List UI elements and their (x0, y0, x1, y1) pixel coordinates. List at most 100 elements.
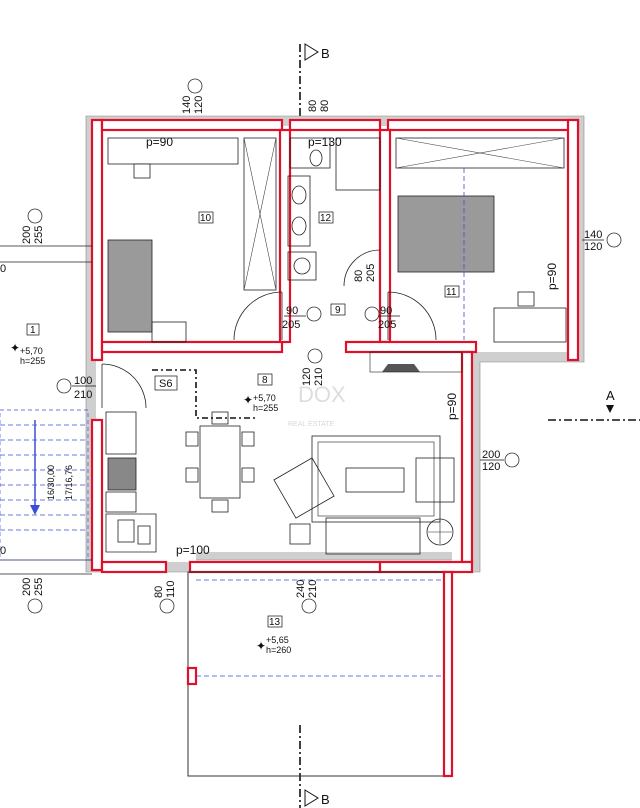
stairs-ratio: 17/16,76 (64, 465, 74, 500)
dim-marker-door (56, 378, 72, 394)
kitchen-units (105, 411, 157, 553)
room-9-tag (330, 303, 346, 316)
wall-top-right (386, 118, 580, 132)
section-arrow-a (606, 405, 614, 413)
wall-bottom-left (100, 560, 168, 574)
room-13-level: +5,65 (266, 635, 289, 645)
dim-bottom-210: 210 (307, 580, 319, 598)
room-10-number: 10 (200, 213, 212, 224)
dim-door2-90: 90 (380, 305, 392, 317)
terrace-post (186, 666, 198, 686)
edge-label-left-bottom: 0 (0, 545, 6, 557)
level-marker-13-icon: ✦ (256, 639, 266, 653)
dim-bottom-200: 200 (21, 578, 33, 596)
dim-mid-205: 205 (365, 264, 377, 282)
wall-bottom-mid (188, 560, 382, 574)
bathroom-12-fixtures (287, 137, 381, 281)
dim-bottom-110: 110 (165, 580, 177, 598)
wall-middle-left (100, 340, 284, 354)
wall-bottom-right (378, 560, 474, 574)
dim-bottom-255: 255 (33, 578, 45, 596)
living-room-furniture (185, 351, 463, 555)
section-label-b-bottom: B (321, 792, 330, 807)
wall-right-lower (460, 350, 474, 564)
room-9-number: 9 (335, 305, 341, 316)
door-arc-11 (387, 291, 437, 341)
dim-marker-right (606, 232, 622, 248)
room-11-tag (444, 285, 460, 298)
dim-right-120: 120 (584, 241, 602, 253)
dim-top-120: 120 (193, 96, 205, 114)
edge-label-left-top: 0 (0, 263, 6, 275)
s6-label: S6 (159, 378, 172, 390)
dim-door2-205: 205 (378, 319, 396, 331)
room-1-height: h=255 (20, 356, 45, 366)
wall-left-lower (90, 418, 104, 572)
room-12-number: 12 (320, 213, 332, 224)
room-1-number: 1 (30, 325, 36, 336)
dim-door1-90: 90 (286, 305, 298, 317)
room-12-tag (318, 211, 334, 224)
s6-boundary (152, 369, 256, 419)
dim-right-140: 140 (584, 229, 602, 241)
room-10-tag (198, 211, 214, 224)
room-13-tag (267, 615, 283, 628)
room-13-height: h=260 (266, 645, 291, 655)
room-8-height: h=255 (253, 403, 278, 413)
room-13-number: 13 (269, 617, 281, 628)
dim-right2-200: 200 (482, 449, 500, 461)
level-marker-8-icon: ✦ (243, 393, 253, 407)
dim-marker-bottom-right (301, 598, 317, 614)
wall-left-upper (90, 118, 104, 362)
stairs-steps: 16/30,00 (46, 465, 56, 500)
terrace-wall-right (442, 570, 454, 778)
section-arrow-b-top (304, 43, 319, 61)
watermark-sub: REAL ESTATE (288, 421, 334, 428)
dim-marker-left (27, 208, 43, 224)
dim-top-140: 140 (181, 96, 193, 114)
room-1-level: +5,70 (20, 346, 43, 356)
door-arc-12 (343, 249, 381, 287)
staircase (0, 409, 89, 561)
dim-top-80b: 80 (319, 100, 331, 112)
dim-bottom-80: 80 (153, 586, 165, 598)
wall-partition-1 (278, 128, 292, 344)
dim-left-255: 255 (33, 226, 45, 244)
dim-door-210: 210 (74, 389, 92, 401)
dim-marker-right2 (504, 452, 520, 468)
room-8-level: +5,70 (253, 393, 276, 403)
bedroom-10-furniture (107, 137, 277, 343)
level-marker-icon: ✦ (10, 341, 20, 355)
parapet-p90-top: p=90 (146, 135, 173, 149)
dim-door1-205: 205 (282, 319, 300, 331)
parapet-p130: p=130 (308, 135, 342, 149)
dim-door-100: 100 (74, 375, 92, 387)
terrace-outline (187, 571, 453, 777)
entrance-door-arc (101, 363, 147, 409)
dim-top-80: 80 (307, 100, 319, 112)
watermark-brand: DOX (298, 382, 346, 407)
room-1-tag (26, 323, 40, 336)
dim-left-200: 200 (21, 226, 33, 244)
dim-living-120: 120 (301, 368, 313, 386)
parapet-p100: p=100 (176, 543, 210, 557)
wall-top-left (100, 118, 284, 132)
room-8-number: 8 (262, 375, 268, 386)
dim-marker-top (187, 78, 203, 94)
dim-marker-door1 (306, 306, 322, 322)
section-label-a: A (606, 388, 615, 403)
wall-middle-right (344, 340, 478, 354)
room-8-tag (257, 373, 273, 386)
parapet-p90-right: p=90 (545, 263, 559, 290)
wall-top-mid (288, 118, 382, 132)
dim-marker-bottom-left (27, 598, 43, 614)
section-arrow-b-bottom (304, 789, 319, 807)
section-label-b-top: B (321, 46, 330, 61)
dim-mid-80: 80 (353, 270, 365, 282)
dim-marker-door2 (364, 306, 380, 322)
parapet-p90-mid: p=90 (445, 393, 459, 420)
door-arc-10 (233, 291, 283, 341)
s6-tag (154, 375, 178, 391)
dim-bottom-240: 240 (295, 580, 307, 598)
